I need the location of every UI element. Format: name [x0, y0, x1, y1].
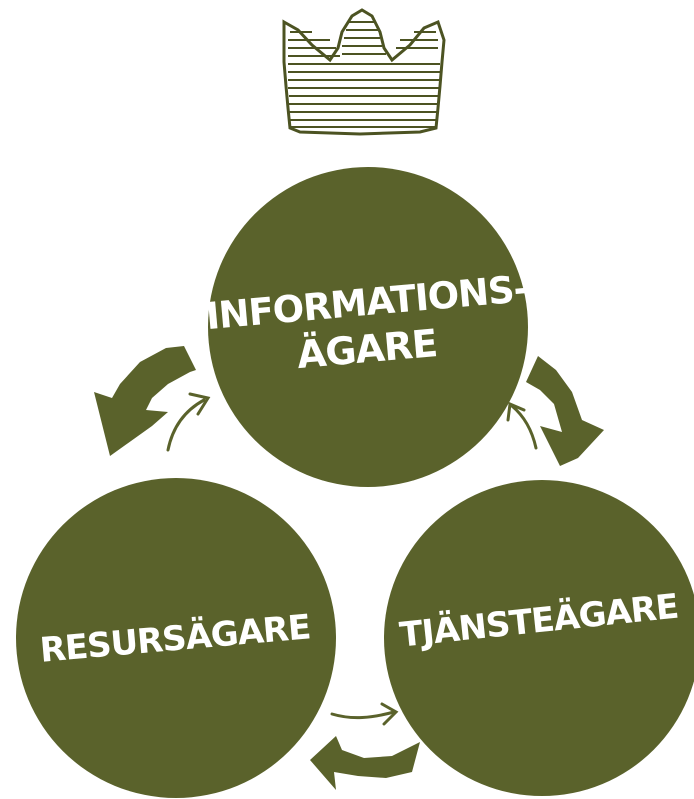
thin-arrow-left-to-top: [166, 392, 211, 452]
thin-arrow-left-to-right: [330, 702, 399, 726]
crown-icon: [282, 8, 446, 136]
arrow-right-to-left: [310, 736, 420, 790]
arrow-top-to-right: [526, 356, 604, 466]
node-tjansteagare: TJÄNSTEÄGARE: [384, 480, 694, 796]
thin-arrow-right-to-top: [506, 401, 538, 450]
arrow-top-to-left: [94, 346, 196, 456]
node-informationsagare: INFORMATIONS- ÄGARE: [204, 167, 530, 487]
node-resursagare: RESURSÄGARE: [16, 478, 336, 798]
